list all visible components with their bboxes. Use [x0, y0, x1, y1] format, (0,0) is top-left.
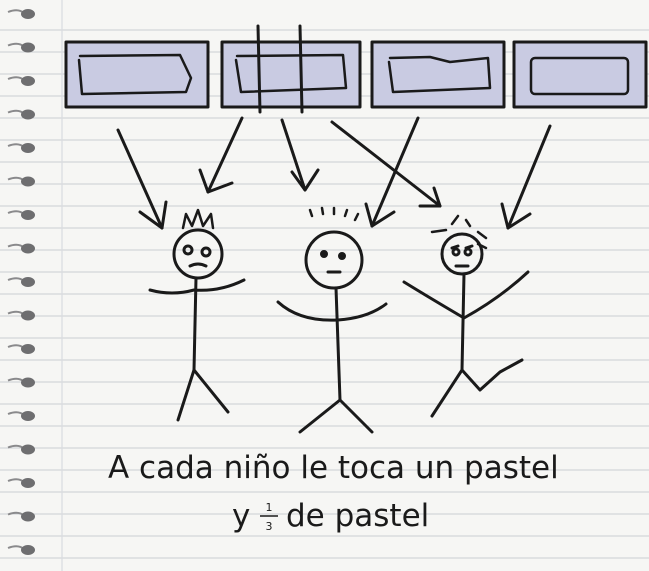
caption-line-2-prefix: y	[232, 498, 250, 534]
arrow-icon	[280, 118, 320, 192]
cake-icon	[220, 24, 362, 114]
arrows	[116, 116, 552, 230]
cakes	[64, 24, 648, 114]
binding-hole	[7, 210, 35, 220]
arrow-icon	[500, 124, 552, 230]
stick-figure-icon	[148, 208, 246, 422]
binding-hole	[7, 411, 35, 421]
caption-line-2-suffix: de pastel	[286, 498, 429, 534]
cut-line	[298, 24, 304, 114]
caption-line-1: A cada niño le toca un pastel	[108, 450, 559, 486]
fraction-numerator: 1	[266, 501, 273, 514]
stick-figure-icon	[276, 206, 388, 434]
binding-hole	[7, 42, 35, 53]
cake-icon	[64, 40, 210, 109]
arrow-icon	[116, 128, 168, 230]
binding-hole	[7, 545, 35, 555]
caption: A cada niño le toca un pastel y 1 3 de p…	[108, 450, 559, 534]
spiral-binding-icon	[7, 9, 35, 555]
cake-icon	[370, 40, 506, 109]
binding-hole	[7, 109, 35, 120]
binding-hole	[7, 344, 35, 354]
arrow-icon	[198, 116, 244, 194]
arrow-icon	[330, 120, 442, 208]
binding-hole	[7, 243, 35, 254]
binding-hole	[7, 511, 35, 522]
binding-hole	[7, 277, 35, 287]
binding-hole	[7, 76, 35, 86]
children	[148, 206, 530, 434]
binding-hole	[7, 143, 35, 153]
stick-figure-icon	[402, 214, 530, 418]
fraction: 1 3	[260, 501, 278, 533]
binding-hole	[7, 310, 35, 321]
binding-hole	[7, 9, 35, 19]
binding-hole	[7, 444, 35, 455]
binding-hole	[7, 377, 35, 388]
binding-hole	[7, 176, 35, 187]
fraction-denominator: 3	[266, 520, 273, 533]
arrow-icon	[364, 116, 420, 228]
cut-line	[256, 24, 262, 114]
cake-icon	[512, 40, 648, 109]
binding-hole	[7, 478, 35, 488]
